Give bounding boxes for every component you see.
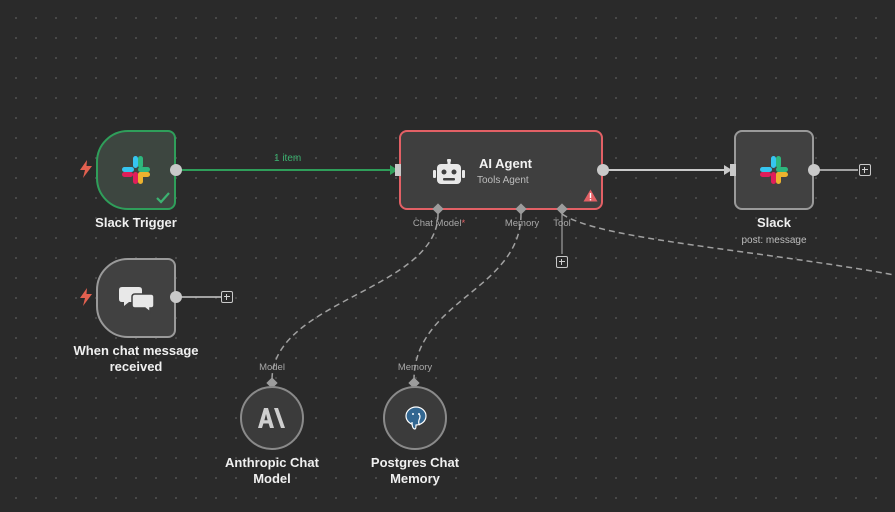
edge-model-to-anthropic bbox=[271, 213, 439, 381]
slack-add-button[interactable] bbox=[859, 164, 871, 176]
ai-agent-subtitle: Tools Agent bbox=[477, 175, 529, 186]
warning-triangle-icon[interactable] bbox=[583, 189, 598, 202]
edge-tool-offscreen bbox=[561, 213, 895, 276]
chat-trigger-label: When chat message received bbox=[73, 343, 199, 374]
chat-trigger-node[interactable] bbox=[96, 258, 176, 338]
success-check-icon bbox=[156, 192, 170, 204]
ai-agent-input-port[interactable] bbox=[395, 164, 401, 176]
ai-agent-title: AI Agent bbox=[479, 156, 532, 171]
anthropic-chat-model-node[interactable] bbox=[240, 386, 304, 450]
ai-agent-output-port[interactable] bbox=[597, 164, 609, 176]
anthropic-label: Anthropic Chat Model bbox=[225, 455, 319, 486]
ai-agent-node[interactable]: AI Agent Tools Agent bbox=[399, 130, 603, 210]
edge-memory-to-postgres bbox=[413, 213, 522, 381]
slack-trigger-node[interactable] bbox=[96, 130, 176, 210]
slack-trigger-label: Slack Trigger bbox=[95, 215, 177, 230]
slack-node[interactable] bbox=[734, 130, 814, 210]
slack-subtitle: post: message bbox=[741, 235, 807, 246]
robot-icon bbox=[433, 159, 465, 184]
trigger-bolt-icon bbox=[80, 160, 92, 178]
chat-trigger-output-port[interactable] bbox=[170, 291, 182, 303]
slack-icon bbox=[122, 156, 150, 184]
edge-item-count: 1 item bbox=[274, 153, 302, 164]
slack-input-port[interactable] bbox=[730, 164, 736, 176]
slack-label: Slack bbox=[757, 215, 791, 230]
anthropic-icon bbox=[258, 408, 285, 428]
slack-icon bbox=[760, 156, 788, 184]
slack-trigger-output-port[interactable] bbox=[170, 164, 182, 176]
chat-trigger-add-button[interactable] bbox=[221, 291, 233, 303]
memory-input-label: Memory bbox=[397, 362, 433, 373]
chat-model-handle-label: Chat Model* bbox=[412, 218, 466, 229]
postgres-icon bbox=[405, 406, 427, 430]
trigger-bolt-icon bbox=[80, 288, 92, 306]
model-input-label: Model bbox=[259, 362, 285, 373]
add-tool-button[interactable] bbox=[556, 256, 568, 268]
chat-bubbles-icon bbox=[119, 287, 155, 314]
slack-output-port[interactable] bbox=[808, 164, 820, 176]
postgres-chat-memory-node[interactable] bbox=[383, 386, 447, 450]
postgres-label: Postgres Chat Memory bbox=[370, 455, 460, 486]
tool-handle-label: Tool bbox=[553, 218, 571, 229]
memory-handle-label: Memory bbox=[504, 218, 540, 229]
